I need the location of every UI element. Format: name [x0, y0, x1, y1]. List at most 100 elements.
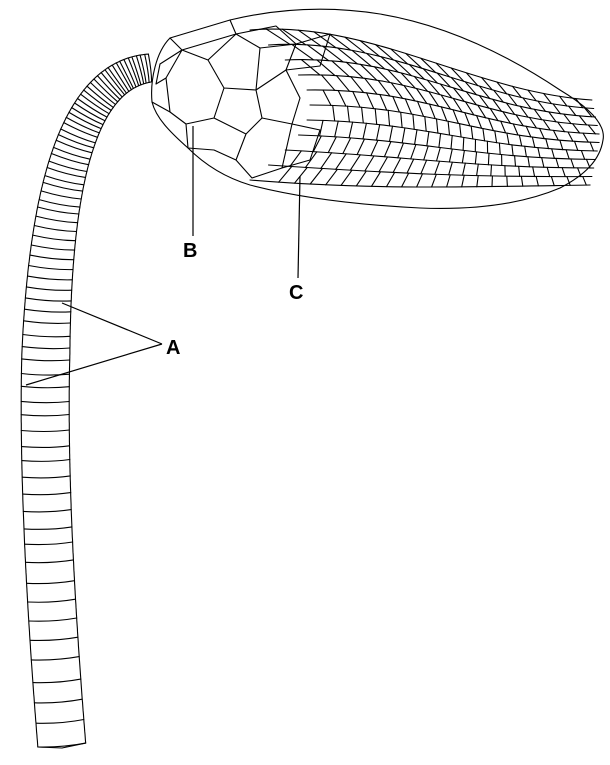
brachial-suture [413, 114, 414, 129]
brachial-suture [367, 93, 374, 109]
columnal-suture [33, 679, 81, 683]
brachial-suture [323, 90, 331, 105]
brachial-suture [513, 124, 518, 135]
brachial-suture [562, 168, 565, 177]
brachial-suture [350, 155, 360, 170]
columnal-suture [24, 321, 71, 324]
stem-columnals [21, 54, 151, 748]
brachial-suture [306, 152, 317, 168]
brachial-suture [343, 138, 351, 154]
label-leaders [26, 126, 300, 385]
columnal-suture [30, 637, 78, 640]
brachial-suture [437, 119, 438, 133]
label-c: C [289, 282, 303, 304]
brachial-suture [415, 130, 417, 145]
brachial-suture [336, 154, 347, 170]
brachial-suture [543, 120, 550, 130]
brachial-suture [573, 124, 580, 133]
brachial-suture [581, 151, 584, 160]
brachial-suture [495, 131, 497, 143]
brachial-suture [320, 120, 323, 135]
brachial-suture [439, 134, 441, 148]
columnal-suture [25, 309, 71, 312]
brachial-suture [569, 106, 576, 115]
label-a: A [166, 337, 180, 359]
columnal-suture [31, 245, 74, 250]
columnal-suture [22, 347, 70, 349]
brachial-suture [432, 174, 437, 187]
brachial-suture [328, 137, 336, 153]
columnal-suture [21, 415, 69, 416]
brachial-suture [536, 177, 538, 186]
brachial-suture [351, 77, 364, 93]
brachial-suture [387, 173, 395, 187]
brachial-suture [393, 158, 401, 172]
brachial-suture [417, 174, 423, 187]
leader-c [298, 176, 300, 278]
brachial-suture [460, 124, 462, 137]
brachial-suture [321, 75, 334, 90]
brachial-suture [463, 163, 466, 175]
columnal-suture [41, 191, 81, 199]
columnal-suture [29, 266, 73, 270]
brachial-suture [453, 110, 458, 124]
columnal-suture [22, 446, 70, 448]
label-b: B [183, 240, 197, 262]
brachial-suture [372, 172, 381, 187]
brachial-suture [295, 168, 308, 184]
brachial-suture [336, 76, 349, 92]
brachial-suture [333, 105, 335, 121]
columnal-suture [26, 560, 74, 563]
columnal-suture [136, 56, 143, 84]
brachial-suture [465, 113, 470, 126]
brachial-suture [583, 133, 588, 142]
brachial-suture [398, 143, 404, 158]
columnal-suture [69, 112, 101, 128]
brachial-suture [448, 121, 449, 135]
brachial-suture [542, 158, 544, 168]
brachial-suture [489, 119, 494, 131]
brachial-suture [348, 106, 350, 122]
columnal-suture [25, 298, 71, 301]
brachial-suture [388, 110, 389, 126]
brachial-suture [558, 122, 565, 132]
brachial-suture [451, 136, 452, 149]
brachial-suture [393, 97, 400, 113]
columnal-suture [31, 657, 79, 660]
brachial-suture [424, 146, 429, 160]
brachial-suture [321, 153, 332, 169]
brachial-suture [421, 160, 427, 174]
brachial-suture [533, 167, 535, 177]
brachial-suture [425, 117, 426, 132]
brachial-suture [564, 114, 571, 123]
brachial-suture [449, 162, 453, 175]
brachial-suture [515, 156, 516, 167]
brachial-suture [449, 149, 452, 162]
columnal-suture [54, 147, 91, 159]
brachial-suture [583, 177, 587, 186]
brachial-suture [538, 148, 540, 158]
brachial-suture [491, 165, 492, 176]
brachial-suture [540, 129, 545, 139]
brachial-suture [310, 169, 322, 185]
brachial-suture [341, 170, 352, 185]
brachial-suture [477, 164, 479, 176]
columnal-suture [34, 699, 82, 703]
brachial-suture [441, 107, 447, 121]
columnal-suture [22, 359, 70, 361]
brachial-suture [437, 148, 441, 162]
columnal-suture [38, 207, 79, 214]
brachial-suture [365, 156, 374, 171]
brachial-suture [349, 122, 353, 138]
brachial-suture [512, 145, 513, 156]
columnal-suture [21, 401, 69, 402]
brachial-suture [575, 141, 578, 150]
brachial-suture [377, 125, 380, 141]
columnal-suture [112, 65, 129, 91]
brachial-suture [402, 128, 405, 143]
arm-rays [250, 29, 599, 187]
brachial-suture [380, 95, 387, 111]
brachial-suture [371, 140, 378, 155]
